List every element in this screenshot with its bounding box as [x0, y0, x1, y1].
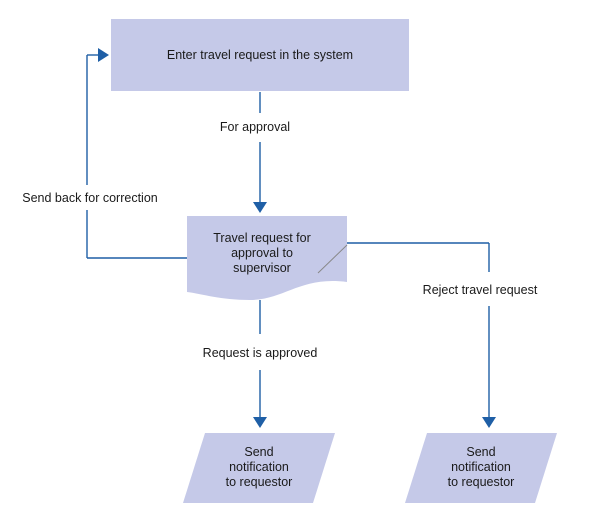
edge-send-back-for-correction: Send back for correction [22, 48, 187, 259]
edge-label: Request is approved [203, 346, 318, 360]
node-travel-request-document: Travel request for approval to superviso… [187, 216, 348, 300]
arrow-right-icon [98, 48, 109, 62]
node-label-line-3: to requestor [226, 475, 293, 489]
edge-label: Send back for correction [22, 191, 158, 205]
document-fold [317, 244, 348, 274]
node-label-line-1: Send [244, 445, 273, 459]
parallelogram-shape [183, 433, 335, 503]
parallelogram-shape [405, 433, 557, 503]
document-shape [187, 216, 347, 300]
edge-reject-travel-request: Reject travel request [347, 242, 538, 428]
arrow-down-icon [482, 417, 496, 428]
edge-request-is-approved: Request is approved [203, 300, 318, 428]
node-send-notification-right: Send notification to requestor [405, 433, 557, 503]
node-label-line-2: notification [451, 460, 511, 474]
edge-for-approval: For approval [220, 92, 290, 213]
edge-label: For approval [220, 120, 290, 134]
node-enter-travel-request: Enter travel request in the system [111, 19, 409, 91]
node-label-line-2: approval to [231, 246, 293, 260]
node-label-line-1: Send [466, 445, 495, 459]
node-label-line-3: to requestor [448, 475, 515, 489]
arrow-down-icon [253, 202, 267, 213]
node-label-line-1: Travel request for [213, 231, 311, 245]
node-label: Enter travel request in the system [167, 48, 353, 62]
edge-label: Reject travel request [423, 283, 538, 297]
process-box [111, 19, 409, 91]
node-send-notification-left: Send notification to requestor [183, 433, 335, 503]
node-label-line-2: notification [229, 460, 289, 474]
node-label-line-3: supervisor [233, 261, 291, 275]
arrow-down-icon [253, 417, 267, 428]
